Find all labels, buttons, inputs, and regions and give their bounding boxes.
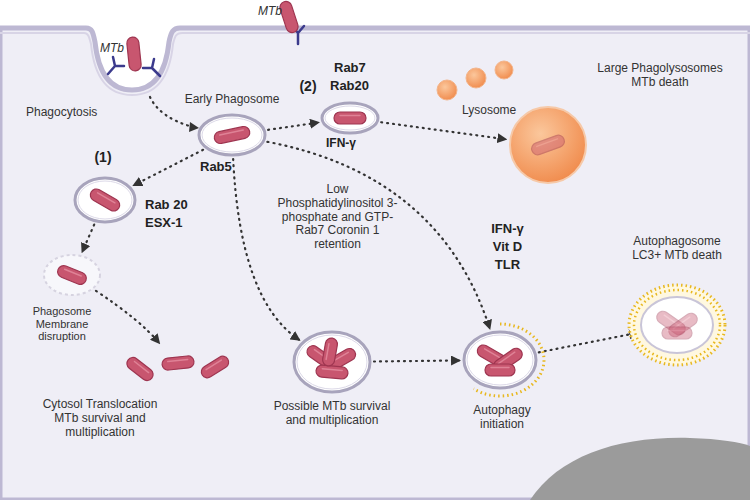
node-label: ESX-1 [145, 216, 205, 231]
node-label: IFN-γ [480, 222, 535, 237]
pathway-arrow [233, 159, 299, 340]
pathway-arrow [134, 150, 203, 185]
phagolysosome: Large Phagolysosomes MTb death [508, 105, 588, 185]
cytosol-bacteria: Cytosol Translocation MTb survival and m… [120, 345, 235, 385]
phagosome-figure [120, 345, 235, 385]
node-label: Large Phagolysosomes MTb death [585, 62, 735, 90]
early-phagosome: Early PhagosomeRab5 [197, 113, 267, 157]
bacterium-entering [126, 36, 141, 71]
receptor-symbol [108, 26, 304, 76]
node-label: Autophagy initiation [462, 404, 542, 432]
membrane-inner-line [0, 33, 750, 95]
lysosome-sphere [437, 61, 513, 100]
node-label: Possible MTb survival and multiplication [272, 400, 392, 428]
node-label: Cytosol Translocation MTb survival and m… [30, 398, 170, 439]
phagocytosis-arrowhead [189, 122, 199, 132]
organelle-label: Lysosome [462, 104, 522, 118]
node-label: Rab 20 [145, 198, 205, 213]
pathway-arrow [381, 122, 505, 139]
process-label: Phagocytosis [26, 106, 116, 120]
node-label: Vit D [480, 240, 535, 255]
node-label: Phagosome Membrane disruption [22, 305, 102, 343]
cell-membrane [0, 28, 750, 500]
node-label: Rab7 [334, 61, 384, 76]
node-label: (2) [296, 78, 320, 94]
pathway-arrow [268, 123, 318, 130]
phagosome-figure [292, 330, 372, 394]
bacteria-phagosome: Possible MTb survival and multiplication [292, 330, 372, 394]
pathway-arrow [267, 142, 489, 328]
condition-note: Low Phosphatidylinositol 3-phosphate and… [275, 183, 400, 252]
node-label: Rab20 [330, 79, 380, 94]
phagosome-rab20: (1)Rab 20ESX-1 [73, 176, 137, 224]
node-label: (1) [88, 149, 118, 165]
phagosome-figure [42, 253, 102, 297]
phagosome-rab7: (2)Rab7Rab20 [320, 101, 380, 135]
phagosome-figure [320, 101, 380, 135]
phagosome-figure [462, 330, 538, 390]
autophagy-phagosome: IFN-γVit DTLRAutophagy initiation [462, 330, 538, 390]
phagosome-figure [639, 295, 715, 355]
phagosome-figure [197, 113, 267, 157]
pathway-arrow [96, 291, 159, 343]
pathway-arrow [82, 225, 94, 252]
cytokine-label: IFN-γ [326, 137, 371, 151]
phagosome-figure [508, 105, 588, 185]
pathway-arrow [539, 333, 637, 352]
organism-label: MTb [100, 42, 128, 56]
node-label: Rab5 [200, 160, 240, 175]
pathway-arrow [374, 360, 459, 361]
phagosome-figure [73, 176, 137, 224]
node-label: Autophagosome LC3+ MTb death [627, 235, 727, 263]
autophagosome: Autophagosome LC3+ MTb death [639, 295, 715, 355]
node-label: Early Phagosome [182, 93, 282, 107]
node-label: TLR [480, 258, 535, 273]
nucleus-shape [530, 438, 750, 500]
organism-label: MTb [258, 5, 288, 19]
disrupted-phagosome: Phagosome Membrane disruption [42, 253, 102, 297]
